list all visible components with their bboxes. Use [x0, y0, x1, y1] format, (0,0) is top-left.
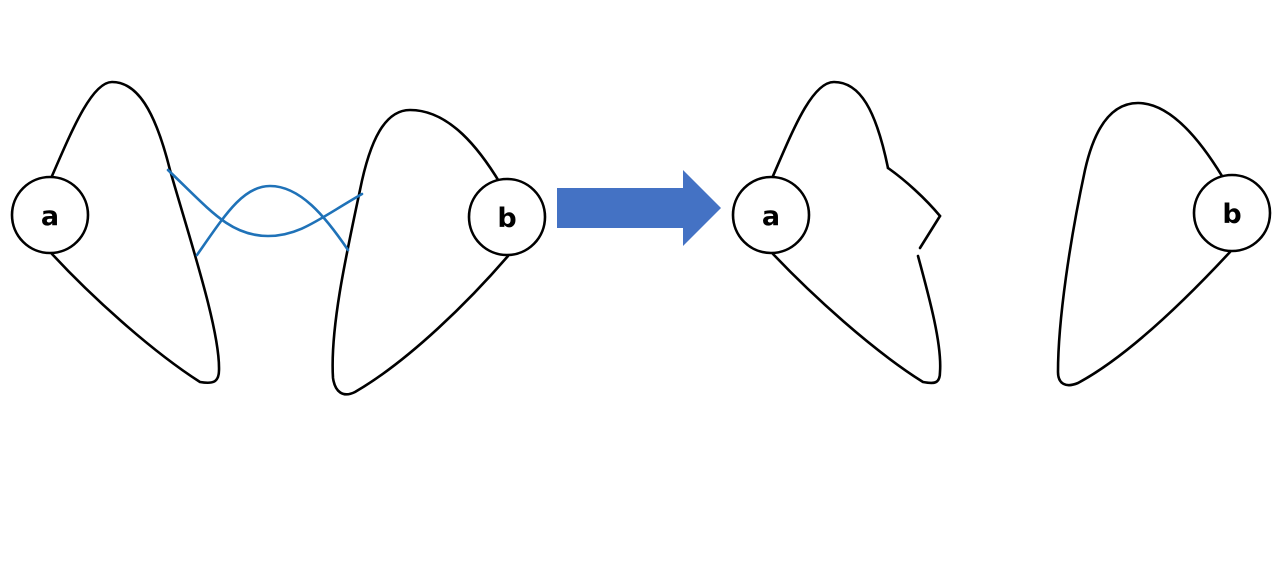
after-node-b-label: b — [1222, 199, 1241, 230]
before-node-b-label: b — [497, 203, 516, 234]
after-node-b — [1192, 173, 1272, 253]
after-group: a b — [731, 80, 1272, 387]
after-node-a-label: a — [762, 201, 780, 232]
before-group: a b — [10, 80, 547, 396]
strand-upper-crossing — [195, 184, 350, 257]
before-node-b — [467, 177, 547, 257]
strand-lower-crossing — [166, 168, 364, 238]
after-loop-a-notch-top — [886, 166, 942, 218]
before-node-a-label: a — [41, 201, 59, 232]
transform-arrow — [557, 170, 721, 246]
after-loop-a-notch-bottom — [918, 214, 942, 250]
before-loop-a — [50, 80, 221, 385]
after-loop-b — [1056, 101, 1232, 387]
after-loop-a-upper — [771, 80, 890, 178]
after-node-a — [731, 175, 811, 255]
before-loop-b — [331, 108, 510, 396]
before-node-a — [10, 175, 90, 255]
after-loop-a-lower — [771, 252, 942, 385]
